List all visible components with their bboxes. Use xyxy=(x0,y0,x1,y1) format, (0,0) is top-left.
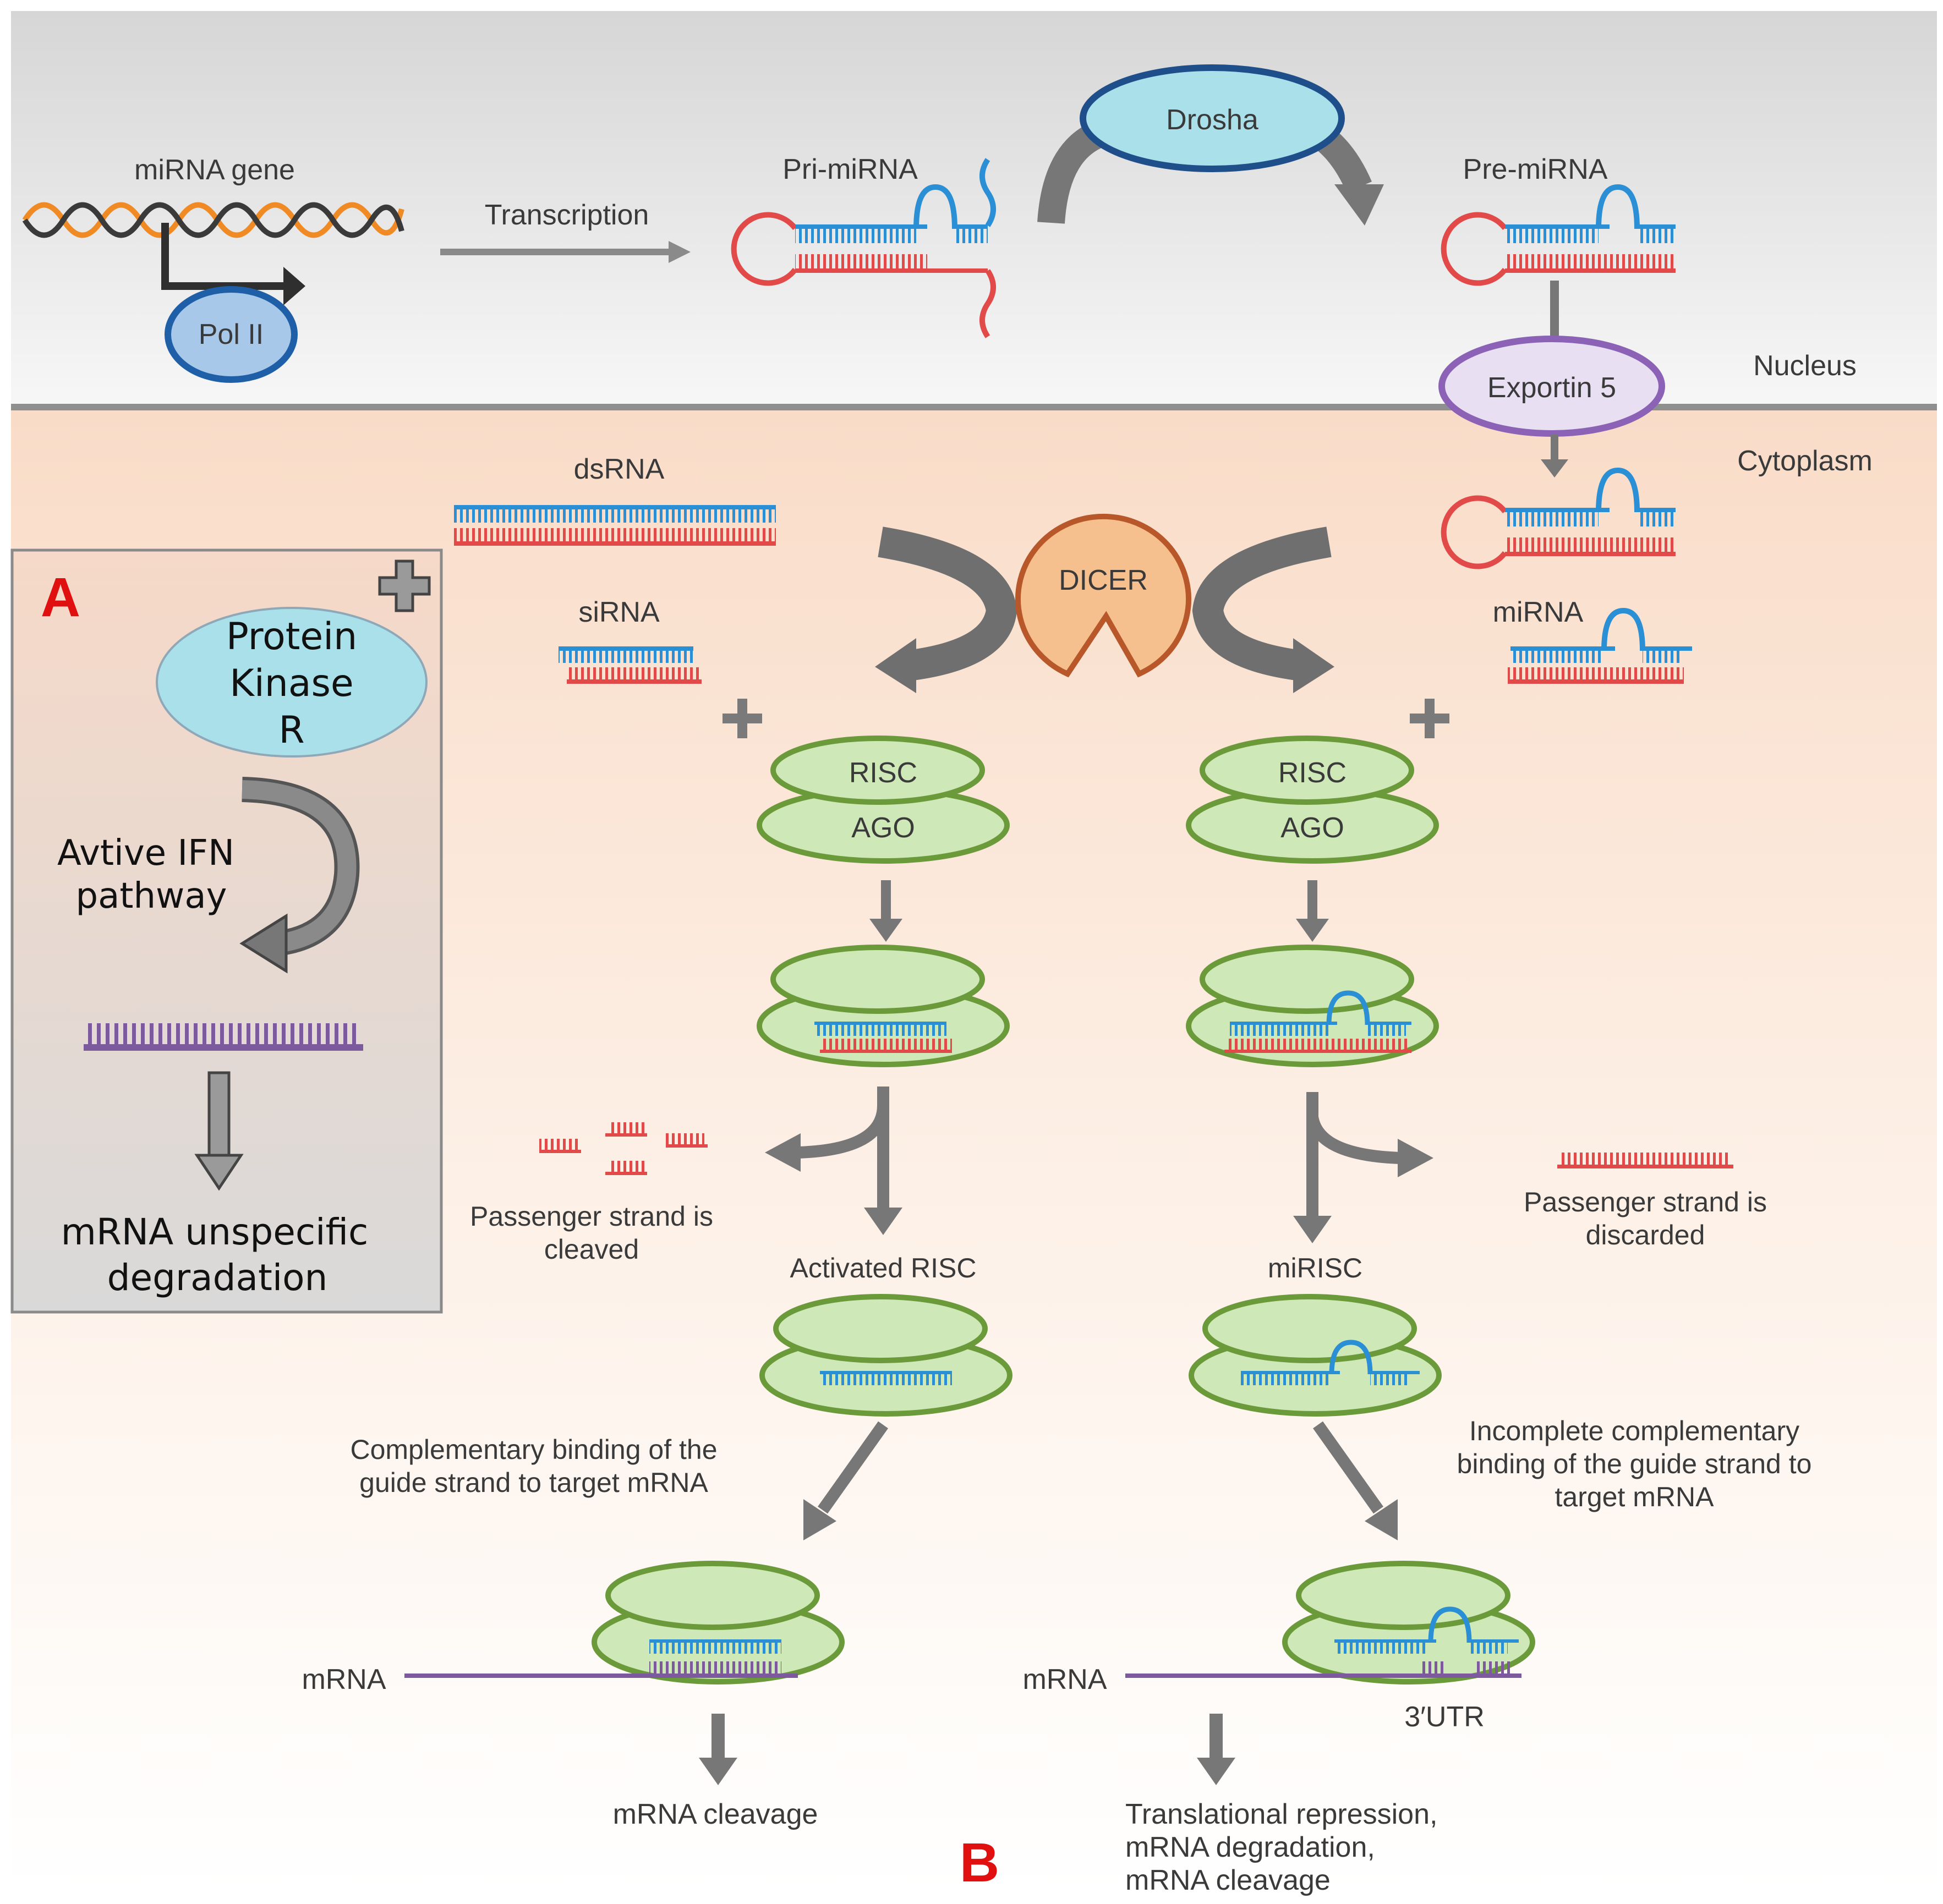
arrowhead-to-mrna-left xyxy=(803,1499,836,1540)
sirna-label: siRNA xyxy=(578,596,660,628)
arrow-passenger-discarded xyxy=(1306,1115,1401,1164)
pre-mirna-hairpin xyxy=(1441,184,1676,286)
ago-left-label: AGO xyxy=(851,812,915,844)
dicer-arrow-left xyxy=(878,526,1017,681)
pkr-line2: Kinase xyxy=(229,662,354,705)
plus-icon-left xyxy=(723,699,762,738)
mrna-target-complex-left xyxy=(404,1561,845,1684)
ago-right-label: AGO xyxy=(1280,812,1344,844)
panel-a-down-arrow xyxy=(207,1071,231,1160)
complementary-binding-line2: guide strand to target mRNA xyxy=(359,1467,708,1498)
drosha-arrowhead xyxy=(1334,184,1384,226)
pol2-label: Pol II xyxy=(199,319,264,350)
exportin5-ellipse xyxy=(1438,336,1665,437)
arrowhead-to-loaded-risc-right xyxy=(1296,919,1329,942)
pri-mirna-hairpin xyxy=(731,158,996,338)
transcription-start-arrowhead xyxy=(283,267,305,305)
dsrna-label: dsRNA xyxy=(574,453,665,485)
mirisc-label: miRISC xyxy=(1268,1253,1362,1283)
outcome-line2: mRNA degradation, xyxy=(1125,1831,1375,1863)
cytoplasm-region-label: Cytoplasm xyxy=(1737,445,1873,477)
activated-risc xyxy=(759,1294,1012,1417)
risc-left-label: RISC xyxy=(849,757,917,789)
dicer-arrowhead-right xyxy=(1293,638,1334,693)
exportin5-label: Exportin 5 xyxy=(1487,372,1616,404)
activated-risc-label: Activated RISC xyxy=(790,1253,976,1283)
exportin-arrowhead xyxy=(1541,459,1568,478)
arrowhead-to-activated-risc xyxy=(864,1208,902,1235)
passenger-discarded-line2: discarded xyxy=(1586,1220,1705,1250)
utr-label: 3′UTR xyxy=(1404,1701,1485,1733)
incomplete-binding-line1: Incomplete complementary xyxy=(1469,1415,1799,1446)
ifn-line1: Avtive IFN xyxy=(57,833,234,874)
sirna-duplex xyxy=(559,646,702,684)
loaded-risc-right xyxy=(1186,945,1439,1067)
pol2-ellipse xyxy=(165,286,298,383)
transcription-arrowhead xyxy=(669,241,691,263)
pri-mirna-label: Pri-miRNA xyxy=(782,153,918,185)
pkr-ellipse xyxy=(156,607,428,758)
drosha-label: Drosha xyxy=(1166,104,1258,136)
complementary-binding-line1: Complementary binding of the xyxy=(350,1434,717,1465)
arrow-to-mrna-right xyxy=(1313,1421,1383,1514)
nucleus-region-label: Nucleus xyxy=(1753,350,1857,382)
mirna-gene-label: miRNA gene xyxy=(134,154,295,186)
arrowhead-passenger-cleaved xyxy=(765,1133,801,1172)
panel-a-result-line1: mRNA unspecific xyxy=(61,1211,369,1253)
dsrna-duplex xyxy=(454,505,776,546)
arrowhead-to-mrna-right xyxy=(1365,1499,1398,1540)
mrna-left-label: mRNA xyxy=(302,1664,386,1696)
ifn-arrowhead xyxy=(239,913,288,974)
passenger-discarded-line1: Passenger strand is xyxy=(1524,1187,1767,1217)
passenger-cleaved-line2: cleaved xyxy=(544,1234,639,1265)
discarded-passenger-strand xyxy=(1557,1153,1733,1168)
ifn-curved-arrow-inner xyxy=(242,780,357,953)
risc-complex-right xyxy=(1186,736,1439,864)
arrowhead-to-cleavage xyxy=(699,1758,737,1785)
mrna-cleavage-label: mRNA cleavage xyxy=(613,1798,818,1830)
pre-mirna-label: Pre-miRNA xyxy=(1463,153,1608,185)
passenger-cleaved-line1: Passenger strand is xyxy=(470,1201,713,1232)
loaded-risc-left xyxy=(757,945,1010,1067)
pkr-line3: R xyxy=(278,709,304,752)
transcription-label: Transcription xyxy=(485,199,649,231)
incomplete-binding-line3: target mRNA xyxy=(1555,1482,1715,1512)
risc-complex-left xyxy=(757,736,1010,864)
arrowhead-to-outcomes xyxy=(1197,1758,1235,1785)
degraded-mrna-strand xyxy=(84,1023,363,1051)
mirisc-complex xyxy=(1189,1294,1442,1417)
panel-b-letter: B xyxy=(960,1832,999,1894)
arrowhead-to-loaded-risc-left xyxy=(869,919,902,942)
dicer-arrowhead-left xyxy=(875,638,916,693)
dicer-arrow-right xyxy=(1192,526,1332,681)
dicer-label: DICER xyxy=(1059,564,1148,596)
mrna-target-complex-right xyxy=(1125,1561,1535,1684)
panel-a-down-arrowhead xyxy=(194,1154,244,1191)
outcome-line3: mRNA cleavage xyxy=(1125,1864,1331,1896)
drosha-ellipse xyxy=(1080,64,1345,172)
mirna-label: miRNA xyxy=(1493,596,1584,628)
plus-icon-right xyxy=(1410,699,1449,738)
panel-a-letter: A xyxy=(41,567,80,628)
arrowhead-passenger-discarded xyxy=(1398,1139,1433,1177)
panel-a-result-line2: degradation xyxy=(107,1256,328,1299)
ifn-line2: pathway xyxy=(76,876,227,917)
dicer-shape xyxy=(1015,513,1191,678)
arrow-to-mrna-left xyxy=(818,1421,888,1514)
outcome-line1: Translational repression, xyxy=(1125,1798,1437,1830)
cytoplasm-pre-mirna-hairpin xyxy=(1441,467,1676,569)
mrna-right-label: mRNA xyxy=(1022,1664,1107,1696)
cleaved-fragments xyxy=(539,1122,708,1175)
arrowhead-to-mirisc xyxy=(1293,1216,1332,1243)
arrow-passenger-cleaved xyxy=(797,1105,889,1159)
plus-icon-panel-a xyxy=(378,559,431,612)
incomplete-binding-line2: binding of the guide strand to xyxy=(1457,1448,1812,1479)
dna-helix-icon xyxy=(22,202,404,238)
mirna-duplex xyxy=(1508,607,1692,684)
transcription-start-arrow xyxy=(161,223,286,290)
risc-right-label: RISC xyxy=(1278,757,1347,789)
pkr-line1: Protein xyxy=(226,615,357,659)
nucleus-background xyxy=(11,11,1937,407)
